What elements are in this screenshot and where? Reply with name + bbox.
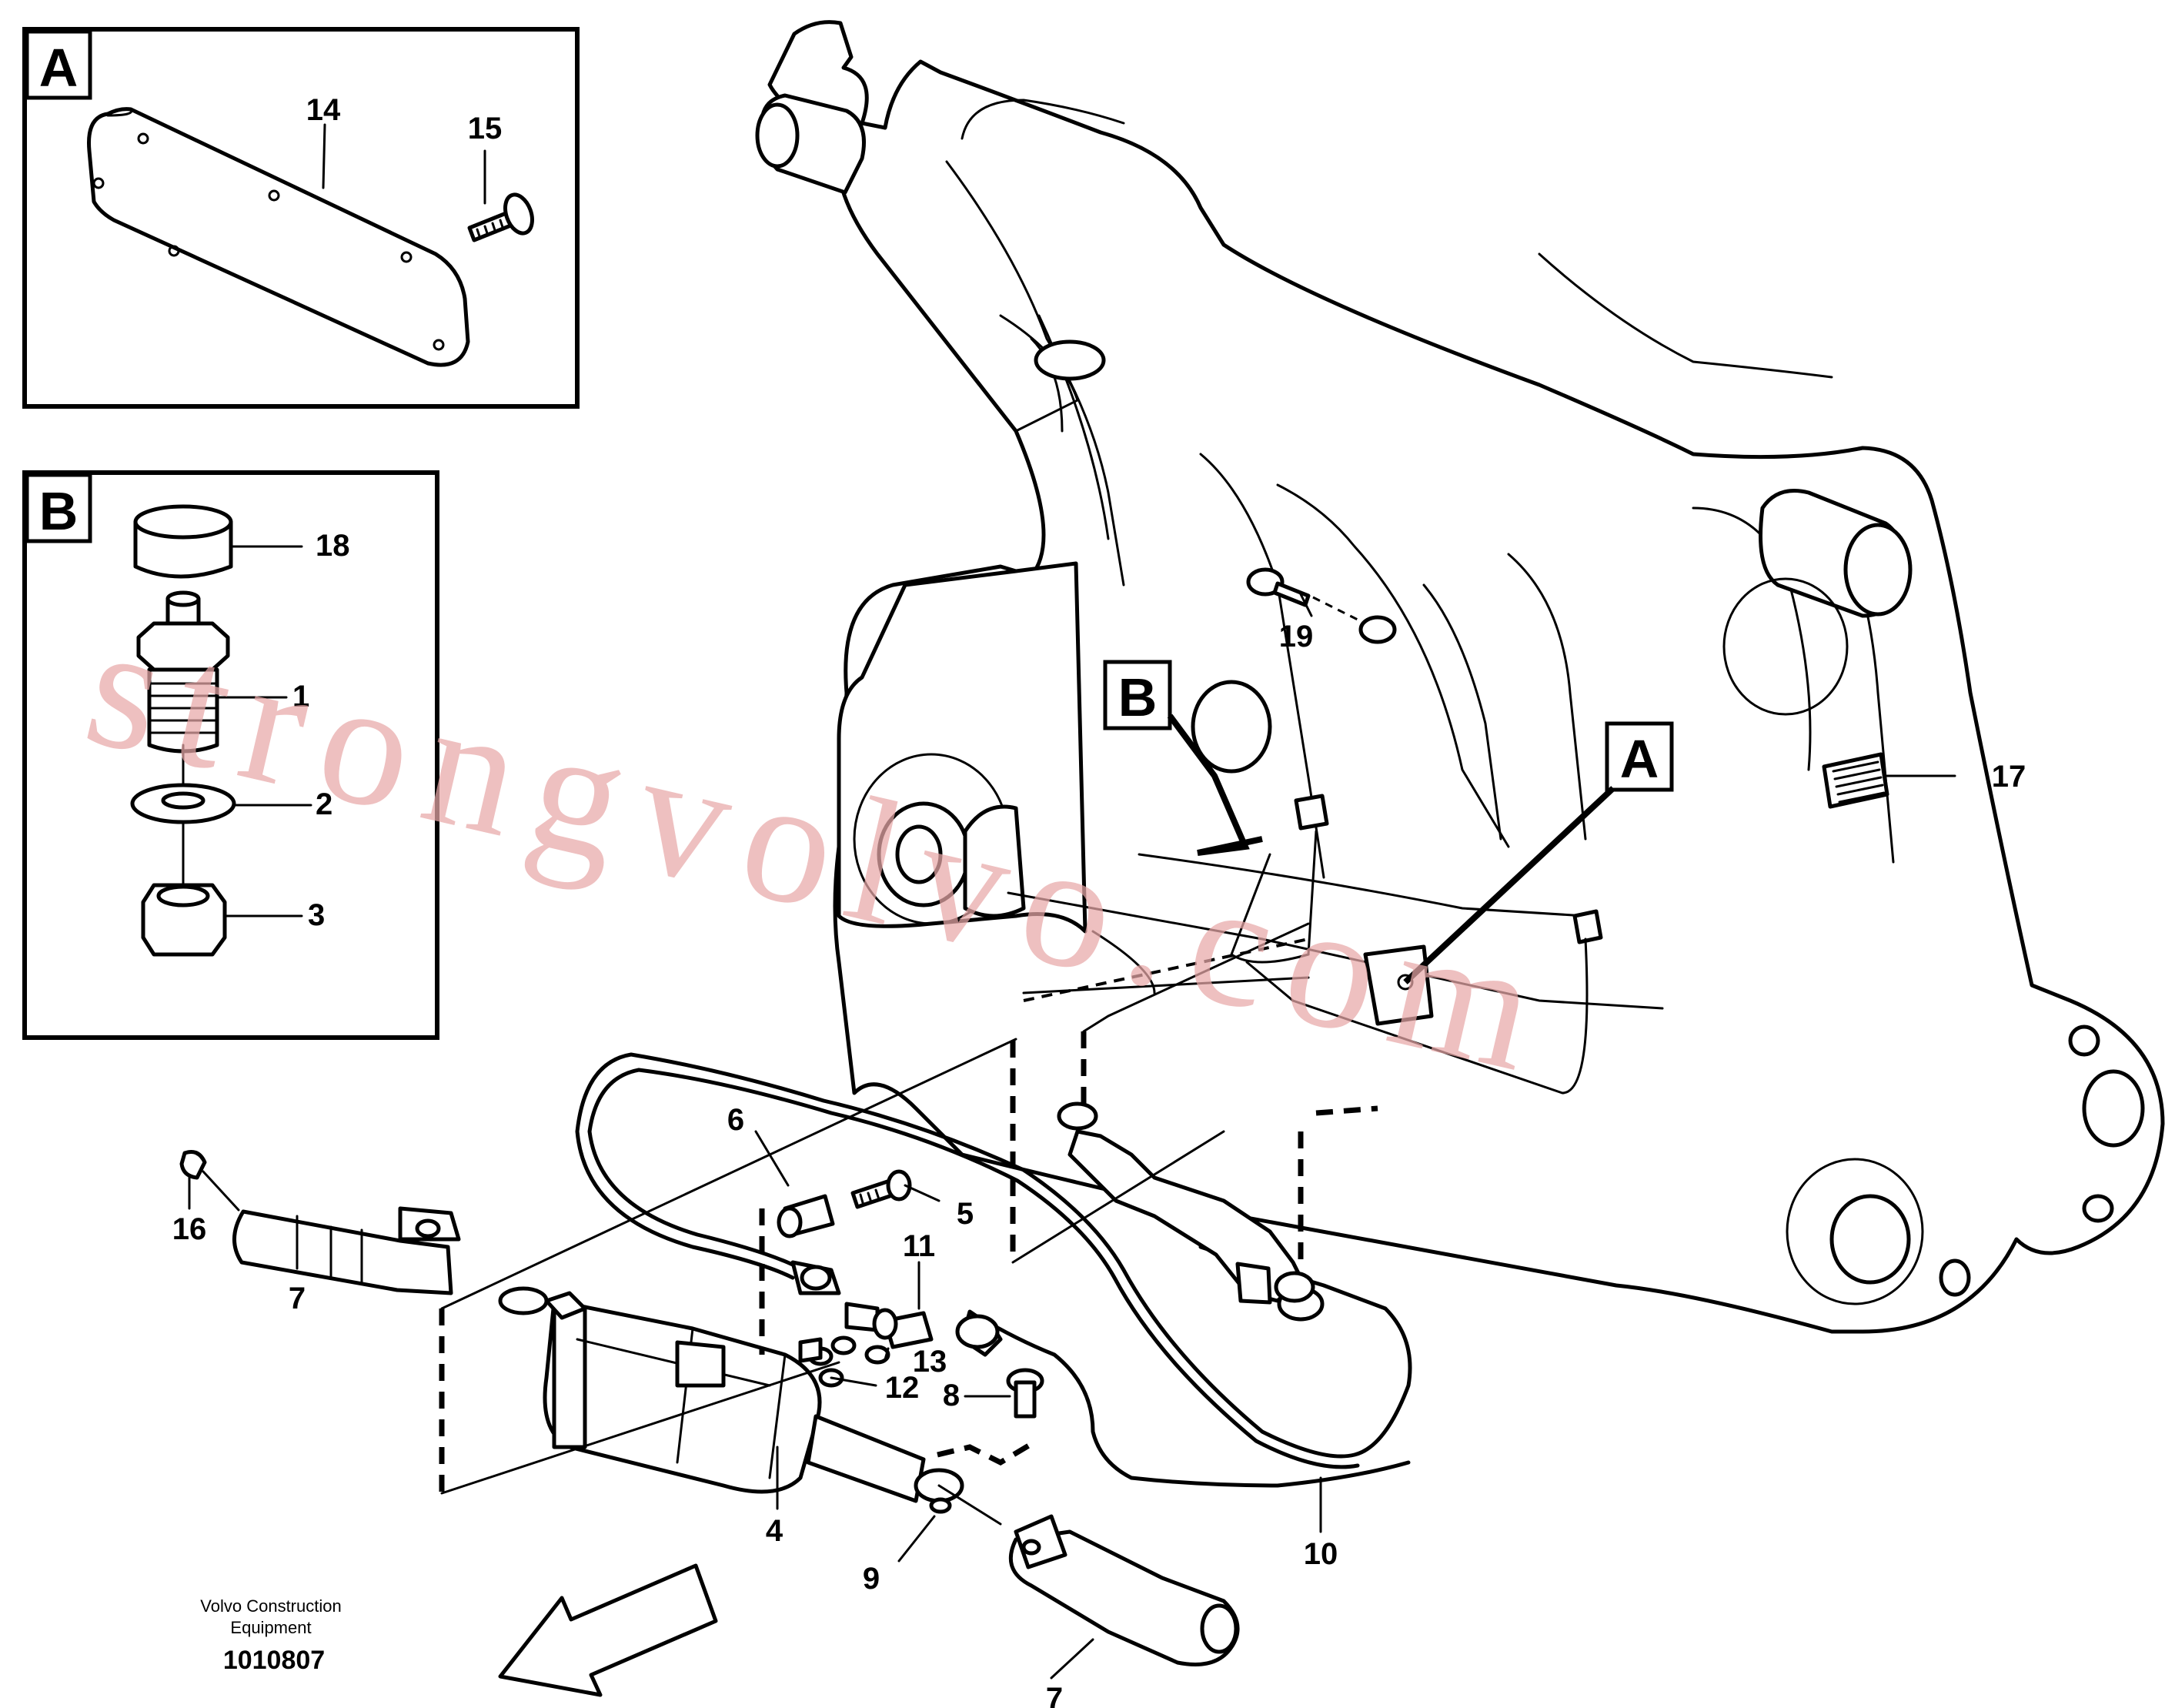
part-label-19: 19 xyxy=(1279,620,1314,653)
hex-nut xyxy=(141,883,227,957)
detail-view-b: B 18 1 2 3 xyxy=(22,470,439,1040)
callout-a: A xyxy=(1403,721,1674,984)
part-label-11: 11 xyxy=(903,1229,935,1263)
part-label-2: 2 xyxy=(316,787,332,821)
brand-line-2: Equipment xyxy=(230,1618,311,1637)
grease-nipple xyxy=(136,590,230,754)
bolt-8 xyxy=(1006,1368,1044,1419)
fittings xyxy=(790,1260,934,1388)
arrow-down-left-icon xyxy=(498,1563,718,1697)
part-label-10: 10 xyxy=(1304,1537,1338,1571)
part-label-1: 1 xyxy=(292,680,309,714)
brand-line-1: Volvo Construction xyxy=(200,1596,341,1616)
gas-spring-lower xyxy=(937,1484,1240,1666)
svg-text:A: A xyxy=(1620,729,1659,789)
cover-plate xyxy=(87,107,470,367)
bolt xyxy=(467,192,534,242)
part-labels: 19 17 6 5 11 13 12 8 4 9 10 16 7 7 xyxy=(172,593,2026,1708)
part-label-17: 17 xyxy=(1992,760,2026,794)
part-label-7-upper: 7 xyxy=(289,1282,306,1315)
hose-assembly xyxy=(179,922,1412,1666)
part-label-13: 13 xyxy=(913,1345,947,1379)
part-label-12: 12 xyxy=(885,1371,920,1405)
part-label-9: 9 xyxy=(863,1562,880,1596)
drawing-number: 1010807 xyxy=(223,1646,325,1675)
bolt-19 xyxy=(1246,567,1397,644)
part-label-3: 3 xyxy=(308,898,325,932)
part-label-15: 15 xyxy=(468,112,503,145)
protective-cap xyxy=(133,504,233,579)
footer: Volvo Construction Equipment 1010807 xyxy=(200,1563,718,1697)
part-label-5: 5 xyxy=(957,1197,974,1231)
detail-a-label: A xyxy=(39,38,79,98)
part-label-8: 8 xyxy=(943,1379,960,1412)
bolt-5 xyxy=(850,1169,912,1209)
part-label-14: 14 xyxy=(306,93,341,127)
decal-sign xyxy=(1822,752,1889,809)
callout-b: B xyxy=(1103,660,1263,856)
detail-view-a: A 14 15 xyxy=(22,27,580,409)
washer-9 xyxy=(929,1497,952,1514)
part-label-6: 6 xyxy=(727,1103,744,1137)
gas-spring-upper xyxy=(179,1150,461,1295)
spacer-6 xyxy=(777,1194,835,1238)
svg-text:B: B xyxy=(1118,667,1158,727)
part-label-4: 4 xyxy=(766,1514,783,1548)
part-label-18: 18 xyxy=(316,529,350,563)
detail-b-label: B xyxy=(39,481,79,541)
part-label-7-lower: 7 xyxy=(1046,1682,1063,1708)
part-label-16: 16 xyxy=(172,1212,207,1246)
loader-frame xyxy=(755,20,2165,1334)
